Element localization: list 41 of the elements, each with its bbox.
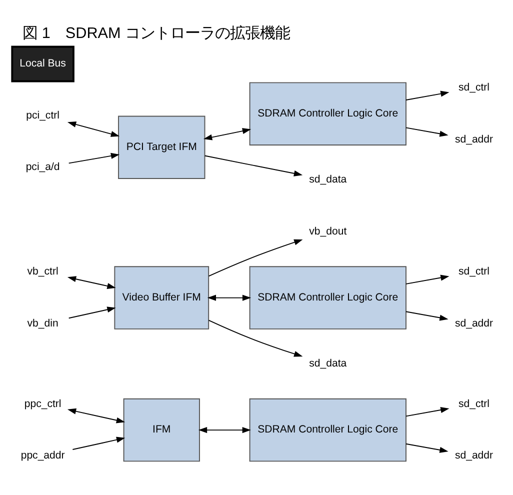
arrow [406, 90, 450, 100]
node-text: sd_addr [454, 317, 494, 330]
node-box: PCI Target IFM [118, 116, 206, 179]
arrow [68, 306, 116, 319]
node-box: Local Bus [11, 46, 74, 82]
node-box: Video Buffer IFM [114, 266, 210, 330]
arrow [406, 274, 450, 284]
node-text: ppc_addr [20, 450, 65, 462]
node-text: sd_ctrl [458, 82, 490, 94]
node-box: IFM [123, 398, 200, 462]
arrow [208, 239, 303, 277]
arrow [67, 121, 120, 137]
arrow [68, 152, 120, 164]
node-text: sd_data [309, 358, 347, 370]
arrow [406, 311, 448, 321]
node-text: vb_dout [309, 225, 347, 238]
arrow [67, 276, 116, 289]
arrow [72, 436, 126, 450]
node-text: sd_ctrl [458, 398, 490, 410]
node-box: SDRAM Controller Logic Core [249, 398, 406, 462]
node-text: pci_a/d [26, 161, 60, 174]
node-text: ppc_ctrl [24, 398, 62, 410]
arrow [204, 128, 252, 140]
arrow [207, 294, 252, 301]
node-box: SDRAM Controller Logic Core [249, 82, 406, 146]
arrow [204, 155, 303, 176]
arrow [198, 427, 251, 434]
arrow [406, 127, 448, 137]
node-text: pci_ctrl [26, 109, 60, 122]
arrow [67, 408, 126, 424]
node-text: vb_ctrl [27, 266, 58, 278]
node-text: sd_addr [454, 133, 494, 146]
arrow [406, 407, 450, 417]
node-text: sd_addr [454, 450, 494, 462]
arrow [208, 320, 303, 357]
node-box: SDRAM Controller Logic Core [249, 266, 406, 330]
arrow [406, 443, 448, 453]
diagram-title: 図 1 SDRAM コントローラの拡張機能 [22, 24, 290, 42]
node-text: sd_data [309, 174, 347, 186]
node-text: sd_ctrl [458, 266, 490, 278]
node-text: vb_din [27, 317, 58, 330]
